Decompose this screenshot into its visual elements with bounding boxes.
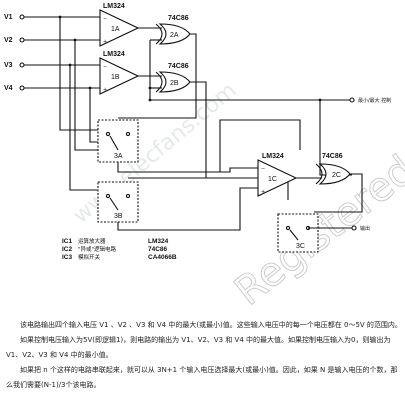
svg-text:2C: 2C <box>332 172 341 179</box>
input-label-v3: V3 <box>4 62 13 69</box>
opamp-1a-part: LM324 <box>103 3 125 10</box>
legend-row: IC1 运算放大器 LM324 <box>62 238 169 245</box>
circuit-schematic: www.elecfans.com Registered V1 V2 V3 V4 … <box>4 3 405 315</box>
output-label: 输出 <box>360 225 370 232</box>
opamp-1b: − + 1B LM324 <box>99 51 140 95</box>
xor-2c-part: 74C86 <box>322 153 343 160</box>
xor-gate-2a: 2A 74C86 <box>138 15 191 45</box>
svg-text:+: + <box>261 189 265 195</box>
svg-text:1B: 1B <box>111 74 120 81</box>
svg-text:3C: 3C <box>296 243 305 250</box>
svg-text:1A: 1A <box>111 26 120 33</box>
legend-row: IC2 "异或"逻辑电路 74C86 <box>62 246 168 253</box>
xor-gate-2b: 2B 74C86 <box>138 63 191 93</box>
svg-text:+: + <box>103 39 107 45</box>
legend-row: IC3 模拟开关 CA4066B <box>62 254 177 261</box>
svg-text:3A: 3A <box>114 153 123 160</box>
switch-3a: 3A <box>97 119 139 163</box>
svg-text:−: − <box>103 16 107 22</box>
opamp-1b-part: LM324 <box>103 51 125 58</box>
component-legend: IC1 运算放大器 LM324 IC2 "异或"逻辑电路 74C86 IC3 模… <box>62 238 212 262</box>
opamp-1c-part: LM324 <box>262 153 284 160</box>
description-paragraph-3: 如果把 n 个这样的电路串联起来，就可以从 3N+1 个输入电压选择最大(或最小… <box>6 366 398 389</box>
svg-text:2A: 2A <box>170 32 179 39</box>
input-label-v1: V1 <box>4 14 13 21</box>
svg-text:−: − <box>103 64 107 70</box>
xor-gate-2c: 2C 74C86 <box>296 153 351 185</box>
switch-3b: 3B <box>97 181 139 223</box>
minmax-control-label: 最小/最大 控制 <box>358 97 391 104</box>
opamp-1a: − + 1A LM324 <box>99 3 140 47</box>
xor-2a-part: 74C86 <box>168 15 189 22</box>
svg-text:2B: 2B <box>170 80 179 87</box>
description-paragraph-1: 该电路输出四个输入电压 V1 、V2 、V3 和 V4 中的最大(或最小)值。这… <box>20 321 402 329</box>
svg-text:3B: 3B <box>114 213 123 220</box>
switch-3c: 3C <box>277 173 363 253</box>
input-label-v2: V2 <box>4 37 13 44</box>
description-paragraph-2: 如果控制电压输入为5V(即逻辑1)，则电路的输出为 V1、V2、V3 和 V4 … <box>6 336 391 359</box>
circuit-description: 该电路输出四个输入电压 V1 、V2 、V3 和 V4 中的最大(或最小)值。这… <box>6 318 402 393</box>
svg-text:+: + <box>103 87 107 93</box>
svg-text:−: − <box>261 166 265 172</box>
input-wires <box>19 14 100 191</box>
opamp-1c: − + 1C LM324 <box>257 153 298 197</box>
xor-2b-part: 74C86 <box>168 63 189 70</box>
input-label-v4: V4 <box>4 85 13 92</box>
svg-text:1C: 1C <box>268 176 277 183</box>
